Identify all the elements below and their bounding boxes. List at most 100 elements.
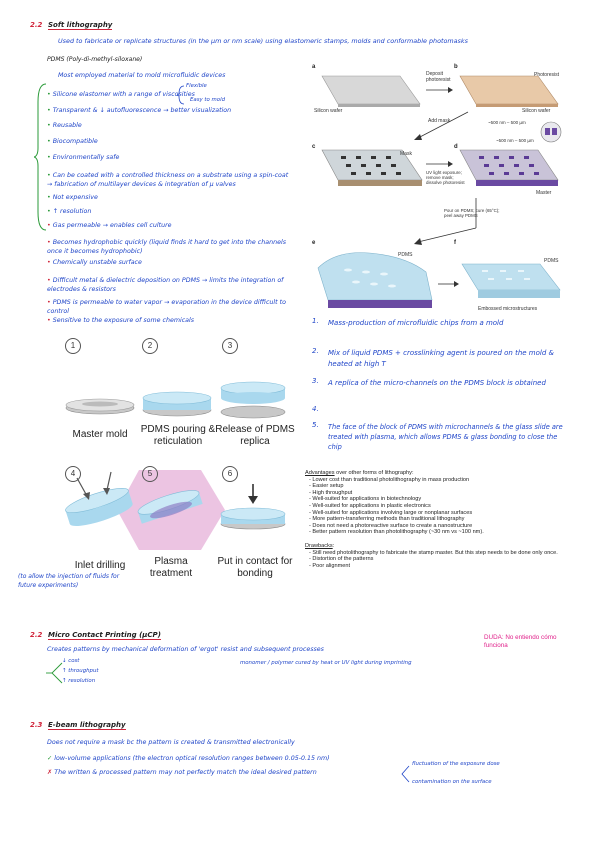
figure-drawing xyxy=(317,75,562,308)
process-illustration: 1 2 3 4 5 6 Master mold PDMS pouring & r… xyxy=(55,338,300,608)
list-item: Difficult metal & dielectric deposition … xyxy=(47,276,287,294)
list-item-text: Distortion of the patterns xyxy=(312,556,374,563)
section-title: Soft lithography xyxy=(48,21,113,30)
panel-letter: e xyxy=(312,240,316,246)
figure-label: Embossed microstructures xyxy=(478,306,538,312)
step-number: 1. xyxy=(312,317,319,325)
drawbacks-title: Drawbacks xyxy=(305,542,333,549)
pro-text: low-volume applications (the electron op… xyxy=(54,755,330,762)
cross-icon: ✗ xyxy=(47,769,53,776)
list-item: - Well-suited for applications in biotec… xyxy=(309,496,422,503)
list-item: Sensitive to the exposure of some chemic… xyxy=(47,317,194,324)
con-text: The written & processed pattern may not … xyxy=(54,769,317,776)
step-text: Mass-production of microfluidic chips fr… xyxy=(328,319,504,327)
process-label: Master mold xyxy=(72,429,128,440)
advantages-block: Advantages over other forms of lithograp… xyxy=(305,470,595,569)
process-label: Put in contact for bonding xyxy=(217,556,293,579)
intro-text: Used to fabricate or replicate structure… xyxy=(58,37,468,45)
list-item-text: Lower cost than traditional photolithogr… xyxy=(312,476,470,483)
list-item: - Still need photolithography to fabrica… xyxy=(309,549,558,556)
list-item: PDMS is permeable to water vapor → evapo… xyxy=(47,298,297,316)
con-item: ✗ The written & processed pattern may no… xyxy=(47,769,317,776)
list-item: ↑ throughput xyxy=(62,668,99,674)
figure-label: Photoresist xyxy=(534,72,560,78)
branch-arrow-icon xyxy=(46,662,63,684)
figure-label: Add mask xyxy=(428,118,451,124)
process-label: Release of PDMS replica xyxy=(215,424,295,447)
step-circle: 6 xyxy=(222,466,238,482)
list-item: - Well-suited for applications involving… xyxy=(309,509,473,516)
list-item-text: Well-suited for applications involving l… xyxy=(312,509,473,516)
list-item: Transparent & ↓ autofluorescence → bette… xyxy=(47,107,231,114)
section-title: Micro Contact Printing (µCP) xyxy=(48,631,161,640)
panel-letter: a xyxy=(312,64,316,70)
step-text: A replica of the micro-channels on the P… xyxy=(328,379,546,387)
list-item: Reusable xyxy=(47,122,82,129)
section-number: 2.3 xyxy=(30,721,43,729)
process-label: Plasma treatment xyxy=(149,556,193,579)
drawbacks-heading: Drawbacks: xyxy=(305,542,335,549)
list-item-text: More pattern-transferring methods than t… xyxy=(312,516,465,523)
reason-item: contamination on the surface xyxy=(412,779,492,785)
intro-text: Creates patterns by mechanical deformati… xyxy=(47,646,324,653)
list-item: Chemically unstable surface xyxy=(47,259,142,266)
reason-item: fluctuation of the exposure dose xyxy=(412,761,500,767)
step-circle: 2 xyxy=(142,338,158,354)
green-bracket xyxy=(34,83,47,231)
check-icon: ✓ xyxy=(47,755,53,762)
panel-letter: c xyxy=(312,144,316,150)
intro-text: Does not require a mask bc the pattern i… xyxy=(47,739,295,746)
list-item-text: High throughput xyxy=(312,489,353,496)
pdms-heading: PDMS (Poly-di-methyl-siloxane) xyxy=(47,56,143,63)
photolithography-figure: a b c d e f Silicon wafer Deposit photor… xyxy=(308,58,570,323)
list-item: ↑ resolution xyxy=(47,208,92,215)
step-number: 4. xyxy=(312,405,319,413)
list-item: - High throughput xyxy=(309,489,353,496)
list-item: - Lower cost than traditional photolitho… xyxy=(309,476,470,483)
list-item: Can be coated with a controlled thicknes… xyxy=(47,171,292,189)
list-item: Not expensive xyxy=(47,194,98,201)
figure-label: Silicon wafer xyxy=(522,108,551,114)
panel-letter: b xyxy=(454,64,458,70)
brace-icon xyxy=(177,85,185,105)
list-item: Becomes hydrophobic quickly (liquid find… xyxy=(47,238,287,256)
panel-letter: f xyxy=(454,240,456,246)
step-number: 3. xyxy=(312,377,319,385)
list-item: - Poor alignment xyxy=(309,562,351,569)
pdms-lead: Most employed material to mold microflui… xyxy=(58,72,226,79)
list-item: - More pattern-transferring methods than… xyxy=(309,516,465,523)
list-item-text: Well-suited for applications in biotechn… xyxy=(312,496,422,503)
advantages-heading: Advantages over other forms of lithograp… xyxy=(305,470,595,477)
list-item: - Easier setup xyxy=(309,483,344,490)
doubt-note: DUDA: No entiendo cómo funciona xyxy=(484,634,557,649)
figure-label: Silicon wafer xyxy=(314,108,343,114)
step-text: Mix of liquid PDMS + crosslinking agent … xyxy=(328,349,554,368)
list-item-text: Does not need a photoreactive surface to… xyxy=(312,522,473,529)
figure-label: PDMS xyxy=(544,258,559,264)
list-item-text: Better pattern resolution than photolith… xyxy=(312,529,484,536)
list-item: - Distortion of the patterns xyxy=(309,556,374,563)
list-item-text: Poor alignment xyxy=(312,562,351,569)
figure-label: ~500 nm – 500 µm xyxy=(488,120,526,125)
list-item: Silicone elastomer with a range of visco… xyxy=(47,91,195,98)
section-number: 2.2 xyxy=(30,21,43,29)
list-item-text: Easier setup xyxy=(312,483,344,490)
list-item: Environmentally safe xyxy=(47,154,120,161)
advantages-title: Advantages xyxy=(305,470,335,476)
process-label: Inlet drilling xyxy=(74,560,126,571)
step-circle: 3 xyxy=(222,338,238,354)
list-item: ↓ cost xyxy=(62,658,80,664)
step-text: The face of the block of PDMS with micro… xyxy=(328,423,563,452)
process-label: PDMS pouring & reticulation xyxy=(140,424,216,447)
step-number: 5. xyxy=(312,421,319,429)
process-drawing xyxy=(65,381,286,550)
list-item: - Does not need a photoreactive surface … xyxy=(309,522,473,529)
figure-label: Mask xyxy=(400,151,412,157)
step-circle: 1 xyxy=(65,338,81,354)
list-item: Biocompatible xyxy=(47,138,98,145)
list-item-text: Well-suited for applications in plastic … xyxy=(312,502,431,509)
step-circle: 4 xyxy=(65,466,81,482)
figure-label: PDMS xyxy=(398,252,413,258)
branch-arrow-icon xyxy=(401,765,410,783)
figure-label: Deposit photoresist xyxy=(426,71,451,83)
